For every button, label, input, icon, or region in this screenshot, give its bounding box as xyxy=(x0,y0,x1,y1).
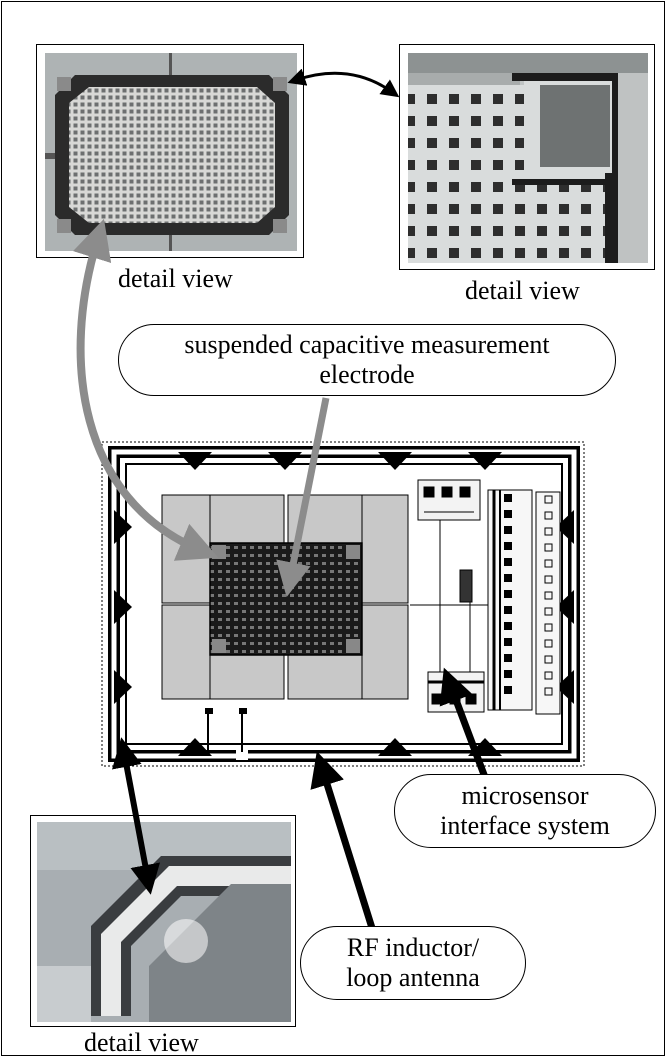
electrode-mesh xyxy=(209,542,363,656)
label-interface-line2: interface system xyxy=(440,811,610,840)
label-antenna-line2: loop antenna xyxy=(346,963,480,992)
label-rf-inductor: RF inductor/ loop antenna xyxy=(300,926,526,1000)
arrow-electrode-detail xyxy=(72,218,219,561)
label-microsensor-interface: microsensor interface system xyxy=(394,774,656,848)
caption-detail-view-top-right: detail view xyxy=(465,276,580,305)
arrow-antenna-label xyxy=(310,751,376,930)
arrow-top-photos xyxy=(287,68,400,98)
antenna-micrograph xyxy=(37,822,291,1022)
die-outline xyxy=(101,441,585,767)
arrow-antenna-detail xyxy=(112,737,160,895)
label-electrode-line2: electrode xyxy=(319,360,415,389)
caption-detail-view-bottom-left: detail view xyxy=(84,1028,199,1057)
electrode-anchors xyxy=(212,545,360,653)
arrow-electrode-label xyxy=(276,397,330,598)
label-electrode-line1: suspended capacitive measurement xyxy=(184,330,550,359)
label-suspended-electrode: suspended capacitive measurement electro… xyxy=(118,324,616,396)
electrode-micrograph xyxy=(45,53,297,251)
interface-pad-column xyxy=(504,494,553,696)
corner-micrograph xyxy=(408,53,648,263)
detail-photo-antenna-corner xyxy=(30,815,296,1027)
label-interface-line1: microsensor xyxy=(461,781,589,810)
arrow-interface-label xyxy=(439,667,490,782)
label-antenna-line1: RF inductor/ xyxy=(346,933,480,962)
interface-circuitry xyxy=(410,479,561,715)
detail-photo-corner xyxy=(399,44,655,270)
